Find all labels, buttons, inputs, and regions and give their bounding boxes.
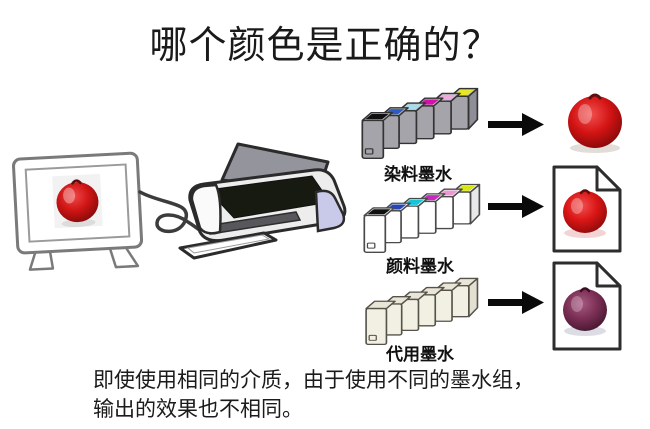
ink-label-pigment: 颜料墨水 bbox=[386, 257, 454, 277]
ink-cartridges-dye bbox=[361, 87, 479, 159]
caption-line-2: 输出的效果也不相同。 bbox=[93, 397, 303, 421]
ink-label-substitute: 代用墨水 bbox=[386, 345, 454, 365]
monitor-icon bbox=[12, 151, 144, 271]
apple-icon bbox=[568, 96, 622, 148]
ink-cartridges-pigment bbox=[363, 183, 481, 253]
ink-cartridges-substitute bbox=[365, 277, 479, 346]
caption-line-1: 即使使用相同的介质，由于使用不同的墨水组， bbox=[93, 368, 534, 392]
result-apple-photo bbox=[568, 93, 622, 153]
arrow-right-icon bbox=[488, 113, 544, 136]
printer-side-panel bbox=[314, 189, 346, 233]
printer-left-cover bbox=[190, 183, 222, 235]
result-paper-red-apple bbox=[552, 165, 622, 253]
arrow-right-icon bbox=[488, 291, 544, 314]
apple-icon bbox=[563, 191, 607, 233]
printer-icon bbox=[178, 142, 347, 260]
caption: 即使使用相同的介质，由于使用不同的墨水组， 输出的效果也不相同。 bbox=[93, 366, 534, 424]
apple-icon bbox=[563, 289, 607, 331]
apple-icon bbox=[56, 182, 99, 223]
printer-output-tray bbox=[178, 231, 278, 260]
page-title: 哪个颜色是正确的？ bbox=[149, 25, 501, 67]
arrow-right-icon bbox=[488, 195, 544, 218]
cable-icon bbox=[138, 190, 212, 240]
ink-label-dye: 染料墨水 bbox=[384, 165, 452, 185]
result-paper-purple-apple bbox=[552, 261, 622, 351]
